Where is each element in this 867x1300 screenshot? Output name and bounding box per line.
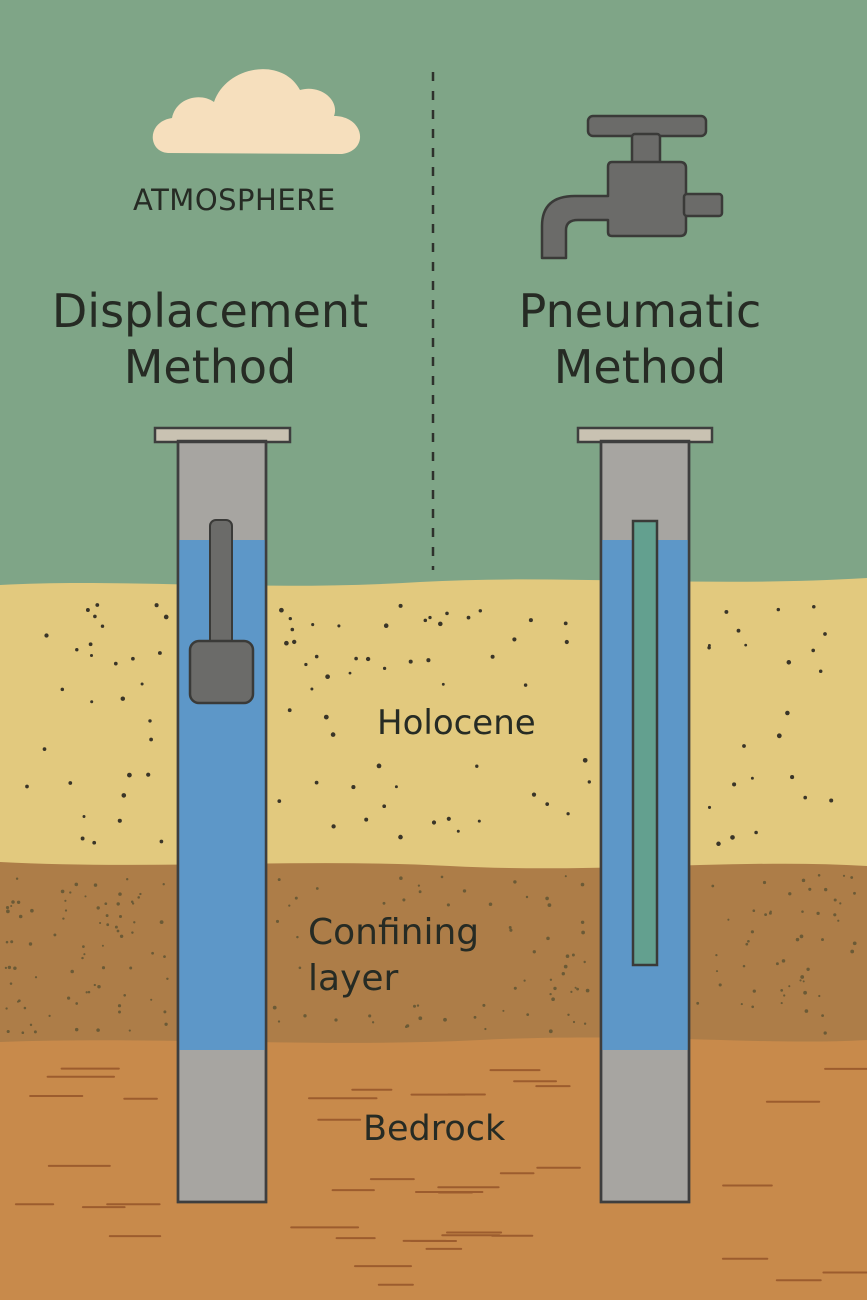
holocene-label: Holocene	[377, 703, 536, 743]
displacement-rod	[209, 519, 233, 651]
pneumatic-method-title: Pneumatic Method	[470, 283, 810, 395]
bedrock-texture	[14, 1067, 867, 1286]
faucet-icon	[540, 114, 724, 260]
confining-label-line1: Confining	[308, 912, 480, 953]
atmosphere-label: ATMOSPHERE	[133, 183, 336, 217]
displacement-method-title: Displacement Method	[20, 283, 400, 395]
pneumatic-title-line1: Pneumatic	[518, 284, 762, 338]
displacement-title-line1: Displacement	[51, 284, 369, 338]
displacement-weight	[188, 639, 255, 705]
pneumatic-title-line2: Method	[553, 340, 727, 394]
confining-label-line2: layer	[308, 958, 399, 999]
well-casing-left-outline	[176, 439, 268, 1204]
displacement-well	[153, 426, 292, 1204]
pneumatic-tube	[631, 519, 659, 967]
holocene-texture	[25, 603, 834, 847]
bedrock-label: Bedrock	[363, 1109, 506, 1149]
cloud-icon	[152, 69, 361, 154]
bedrock-layer	[0, 1037, 867, 1300]
confining-layer-label: Confining layer	[308, 910, 479, 1002]
well-casing-right-outline	[599, 439, 691, 1204]
displacement-title-line2: Method	[123, 340, 297, 394]
pneumatic-well	[576, 426, 714, 1204]
confining-texture	[4, 874, 857, 1035]
